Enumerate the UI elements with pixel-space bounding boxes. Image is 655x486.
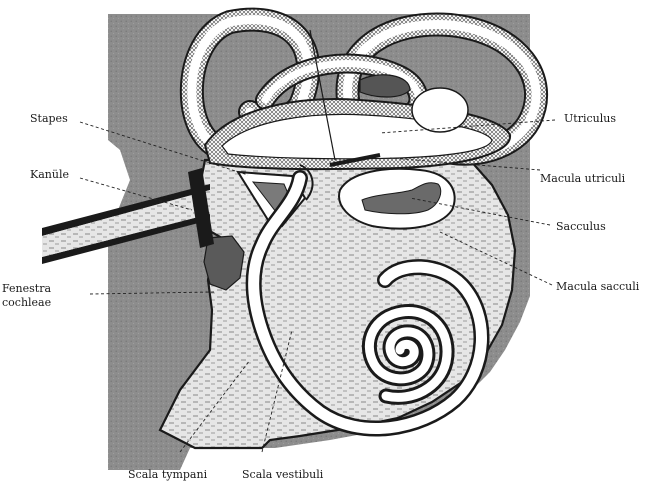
label-sacculus: Sacculus <box>556 220 606 233</box>
label-macula-utriculi: Macula utriculi <box>540 172 626 185</box>
label-fenestra-line1: Fenestra <box>2 282 51 295</box>
label-stapes: Stapes <box>30 112 68 125</box>
label-fenestra-line2: cochleae <box>2 296 51 309</box>
label-scala-tympani: Scala tympani <box>128 468 208 481</box>
perilymph-space <box>160 160 515 448</box>
label-kanule: Kanüle <box>30 168 69 181</box>
sacculus <box>339 169 455 229</box>
label-macula-sacculi: Macula sacculi <box>556 280 640 293</box>
label-utriculus: Utriculus <box>564 112 616 125</box>
label-scala-vestibuli: Scala vestibuli <box>242 468 324 481</box>
